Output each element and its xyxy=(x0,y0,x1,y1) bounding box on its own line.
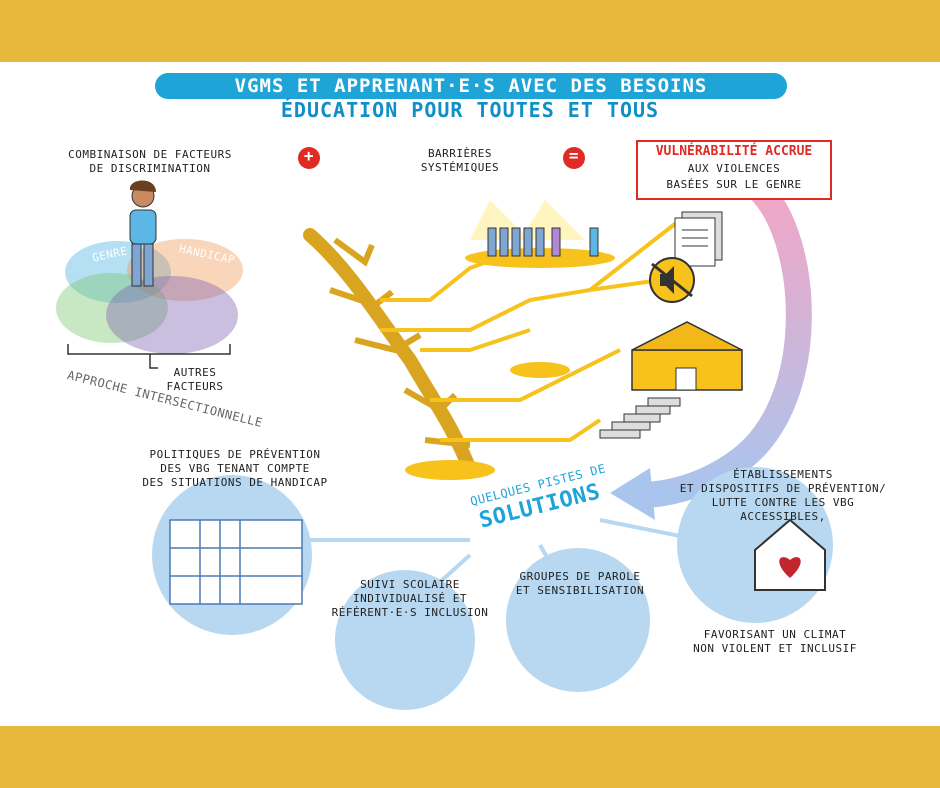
favorisant-label: FAVORISANT UN CLIMAT NON VIOLENT ET INCL… xyxy=(670,628,880,656)
suivi-line-2: INDIVIDUALISÉ ET xyxy=(353,592,467,605)
suivi-line-1: SUIVI SCOLAIRE xyxy=(360,578,460,591)
vulnerabilite-line-1: AUX VIOLENCES xyxy=(687,162,781,175)
plus-sign: + xyxy=(303,146,315,165)
etablissements-line-4: ACCESSIBLES, xyxy=(740,510,826,523)
school-building xyxy=(631,321,743,391)
favorisant-line-1: FAVORISANT UN CLIMAT xyxy=(703,628,847,641)
documents-icon xyxy=(674,211,723,267)
autres-facteurs-label: AUTRES FACTEURS xyxy=(160,366,230,394)
branch-2 xyxy=(329,287,394,309)
politiques-line-1: POLITIQUES DE PRÉVENTION xyxy=(149,448,321,461)
groupes-line-2: ET SENSIBILISATION xyxy=(515,584,645,597)
house-heart-icon xyxy=(754,518,826,591)
autres-line-2: FACTEURS xyxy=(166,380,224,393)
wheelchair-blob xyxy=(405,460,495,480)
reading-blob xyxy=(510,362,570,378)
politiques-line-3: DES SITUATIONS DE HANDICAP xyxy=(142,476,328,489)
barrieres-label: BARRIÈRES SYSTÉMIQUES xyxy=(400,147,520,175)
handicap-circle xyxy=(127,239,243,301)
muted-speaker-icon xyxy=(649,257,695,303)
stage-figures xyxy=(487,227,599,257)
barrieres-line-2: SYSTÉMIQUES xyxy=(420,161,500,174)
vulnerability-arrow xyxy=(627,177,812,508)
branch-1 xyxy=(333,237,375,267)
top-band xyxy=(0,0,940,62)
green-circle xyxy=(56,273,168,343)
policy-table xyxy=(169,519,303,605)
suivi-circle xyxy=(335,570,475,710)
title-line-2: ÉDUCATION POUR TOUTES ET TOUS xyxy=(280,98,660,122)
vulnerabilite-box: VULNÉRABILITÉ ACCRUE AUX VIOLENCES BASÉE… xyxy=(636,140,832,200)
bottom-band xyxy=(0,726,940,788)
barrieres-line-1: BARRIÈRES xyxy=(427,147,493,160)
politiques-label: POLITIQUES DE PRÉVENTION DES VBG TENANT … xyxy=(130,448,340,490)
tree-trunk xyxy=(303,228,477,477)
equals-sign: = xyxy=(568,146,580,165)
purple-circle xyxy=(106,276,238,354)
vulnerabilite-title: VULNÉRABILITÉ ACCRUE xyxy=(655,144,813,159)
arrow-head xyxy=(610,468,655,520)
autres-arrow xyxy=(149,354,158,369)
groupes-line-1: GROUPES DE PAROLE xyxy=(519,570,641,583)
vulnerabilite-line-2: BASÉES SUR LE GENRE xyxy=(666,178,802,191)
etablissements-label: ÉTABLISSEMENTS ET DISPOSITIFS DE PRÉVENT… xyxy=(668,468,898,524)
branch-5 xyxy=(424,437,471,448)
combinaison-line-1: COMBINAISON DE FACTEURS xyxy=(68,148,232,161)
groupes-label: GROUPES DE PAROLE ET SENSIBILISATION xyxy=(505,570,655,598)
groupes-circle xyxy=(506,548,650,692)
combinaison-label: COMBINAISON DE FACTEURS DE DISCRIMINATIO… xyxy=(60,148,240,176)
equals-badge xyxy=(563,147,585,169)
combinaison-line-2: DE DISCRIMINATION xyxy=(89,162,211,175)
etablissements-line-2: ET DISPOSITIFS DE PRÉVENTION/ xyxy=(679,482,887,495)
favorisant-line-2: NON VIOLENT ET INCLUSIF xyxy=(693,642,857,655)
stairs xyxy=(599,397,681,439)
politiques-line-2: DES VBG TENANT COMPTE xyxy=(160,462,310,475)
etablissements-line-1: ÉTABLISSEMENTS xyxy=(733,468,833,481)
plus-badge xyxy=(298,147,320,169)
suivi-line-3: RÉFÉRENT·E·S INCLUSION xyxy=(331,606,489,619)
branch-3 xyxy=(354,332,422,354)
etablissements-line-3: LUTTE CONTRE LES VBG xyxy=(711,496,855,509)
autres-line-1: AUTRES xyxy=(173,366,217,379)
title-line-1: VGMS ET APPRENANT·E·S AVEC DES BESOINS P… xyxy=(155,73,787,123)
autres-bracket xyxy=(67,344,231,355)
standing-woman-figure xyxy=(129,180,157,287)
suivi-label: SUIVI SCOLAIRE INDIVIDUALISÉ ET RÉFÉRENT… xyxy=(330,578,490,620)
